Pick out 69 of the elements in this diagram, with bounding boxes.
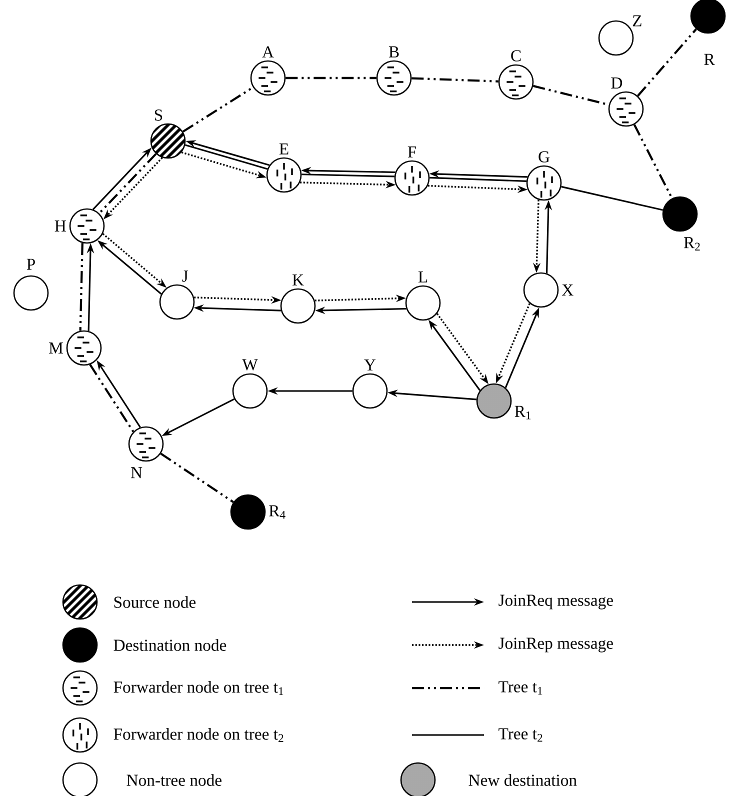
node-label: P <box>26 258 35 270</box>
forwarder-node: F <box>394 146 430 196</box>
node-label: G <box>538 151 550 162</box>
forwarder-node: H <box>54 208 105 244</box>
destination-node: R$_{4}$ <box>230 494 286 530</box>
forwarder-node: M <box>49 330 102 366</box>
dash-dot-line <box>182 86 254 133</box>
non-tree-node: W <box>232 359 268 409</box>
legend-label: JoinRep message <box>498 638 613 652</box>
legend-label: New destination <box>468 774 577 786</box>
line <box>430 176 526 182</box>
node-label: R$_{2}$ <box>684 237 700 250</box>
node-label: S <box>154 109 162 121</box>
node-label: C <box>511 50 521 62</box>
node-label: B <box>388 46 399 58</box>
non-tree-node: Y <box>352 360 388 409</box>
legend-label: Non-tree node <box>126 774 222 786</box>
forwarder-node: C <box>498 50 534 100</box>
forwarder-node: G <box>526 151 562 201</box>
node-label: M <box>49 342 63 354</box>
forwarder-node: E <box>266 143 302 193</box>
legend-label: Forwarder node on tree t$_{2}$ <box>114 728 284 742</box>
destination-node: R$_{2}$ <box>662 196 700 250</box>
new-destination-node: R$_{1}$ <box>476 383 531 420</box>
node-label: R$_{1}$ <box>514 406 531 420</box>
line <box>561 186 663 211</box>
non-tree-node: K <box>280 274 316 324</box>
dash-dot-line <box>98 153 157 214</box>
forwarder-node: N <box>128 426 164 478</box>
node-label: X <box>562 284 574 296</box>
node-label: E <box>279 143 288 154</box>
non-tree-node: J <box>159 270 195 320</box>
non-tree-node: Z <box>598 15 642 56</box>
legend-label: Forwarder node on tree t$_{1}$ <box>114 681 284 695</box>
legend-label: JoinReq message <box>498 594 613 610</box>
node-label: L <box>418 271 428 282</box>
legend-label: Destination node <box>114 639 226 651</box>
legend-label: Source node <box>114 596 196 608</box>
node-label: Y <box>364 359 376 370</box>
forwarder-node: D <box>608 78 644 127</box>
non-tree-node: P <box>13 258 49 311</box>
line <box>302 174 394 178</box>
destination-node: R <box>690 0 726 65</box>
source-node: S <box>150 109 186 159</box>
dash-dot-line <box>89 364 134 432</box>
node-label: D <box>611 78 622 88</box>
node-label: H <box>54 220 66 232</box>
node-label: F <box>408 146 416 158</box>
legend-label: Tree t$_{1}$ <box>498 681 542 695</box>
dash-dot-line <box>412 77 498 82</box>
non-tree-node: X <box>523 272 574 308</box>
node-label: Z <box>632 15 642 26</box>
node-label: R$_{4}$ <box>269 505 286 519</box>
forwarder-node: A <box>250 46 286 96</box>
legend-label: Tree t$_{2}$ <box>498 728 542 742</box>
node-label: A <box>262 46 274 58</box>
dash-dot-line <box>637 28 697 97</box>
line <box>185 144 268 170</box>
node-label: K <box>292 274 304 286</box>
dash-dot-line <box>286 76 376 80</box>
node-label: R <box>704 54 715 65</box>
node-label: N <box>130 467 142 478</box>
node-label: J <box>182 270 188 282</box>
node-label: W <box>242 359 258 370</box>
dash-dot-line <box>633 124 673 199</box>
non-tree-node: L <box>405 271 441 321</box>
forwarder-node: B <box>376 46 412 96</box>
dash-dot-line <box>160 452 234 504</box>
dash-dot-line <box>79 243 84 331</box>
